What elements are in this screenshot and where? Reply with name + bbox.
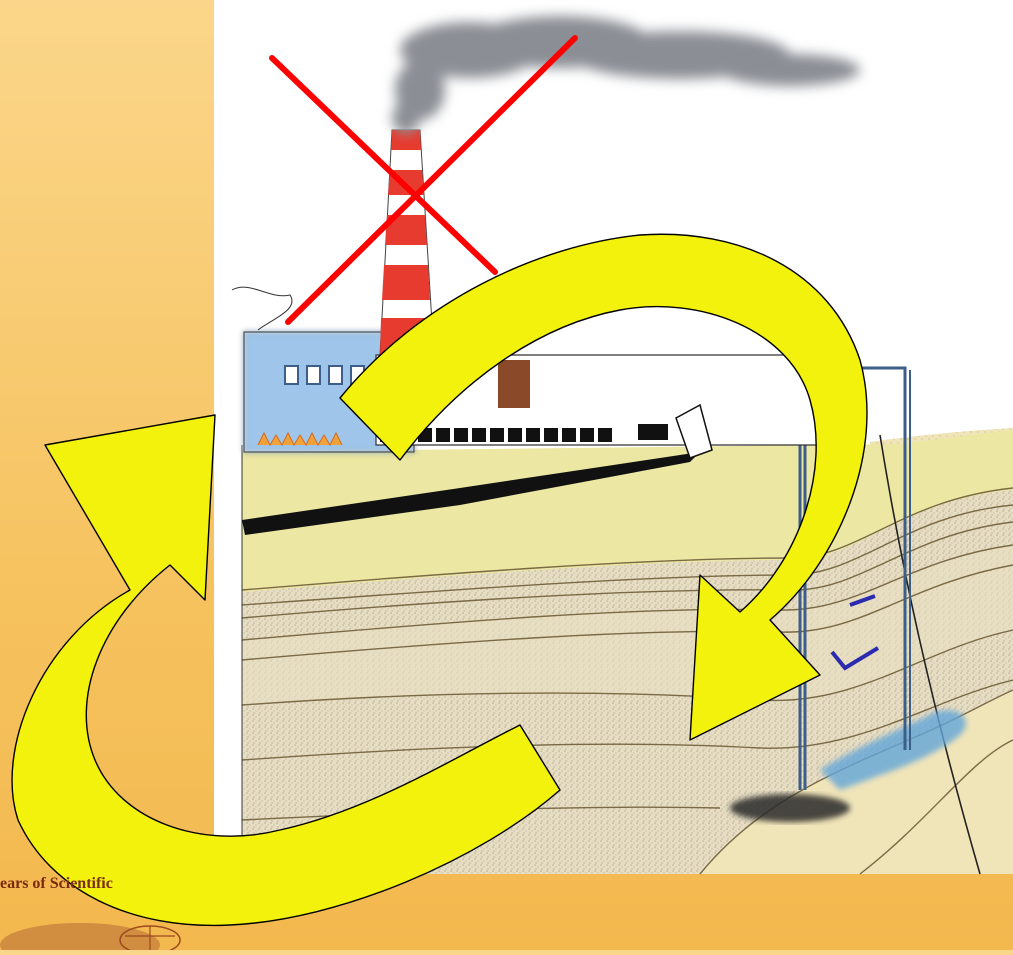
stored-co2-plume	[730, 794, 850, 822]
footer-brand-text: ears of Scientific	[0, 875, 180, 899]
logo-globe-icon	[0, 923, 180, 950]
